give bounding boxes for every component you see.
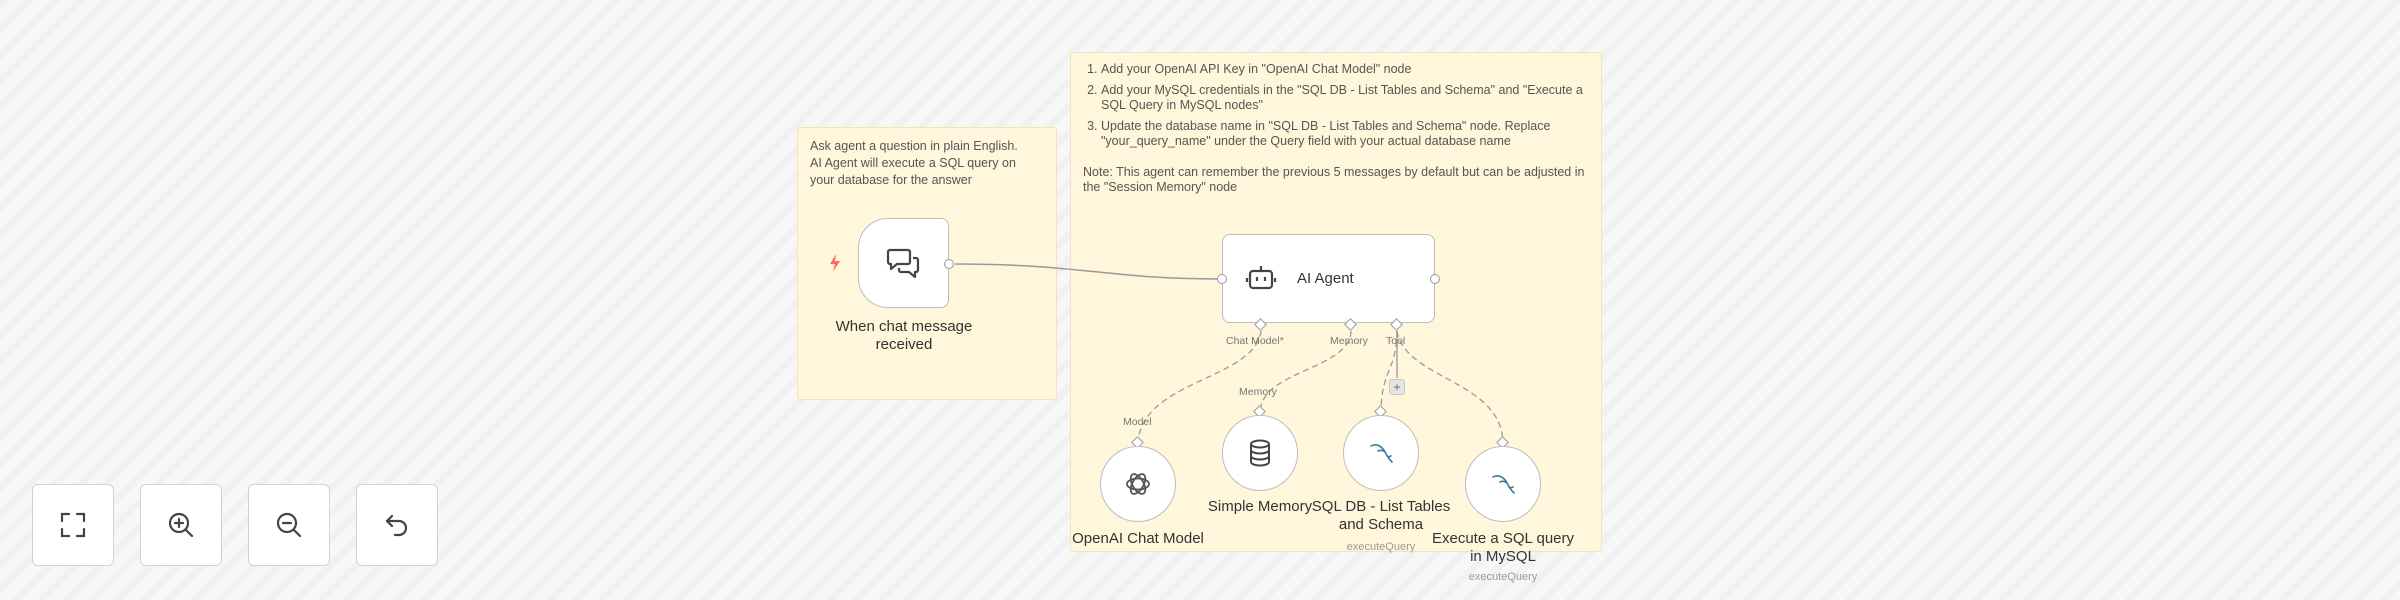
agent-output-handle[interactable]: [1430, 274, 1440, 284]
sql-exec-label-line: Execute a SQL query: [1431, 530, 1575, 547]
mysql-dolphin-icon: [1370, 444, 1393, 463]
sticky-note-instructions[interactable]: Ask agent a question in plain English. A…: [797, 127, 1057, 400]
sql-list-label-line: and Schema: [1338, 516, 1424, 533]
connection-trigger-to-agent: [954, 263, 1219, 280]
sql-list-label: SQL DB - List Tables and Schema: [1296, 498, 1466, 534]
connection-tool-sql-exec: [1396, 330, 1504, 445]
undo-button[interactable]: [356, 484, 438, 566]
simple-memory-node[interactable]: [1222, 415, 1298, 491]
trigger-label: When chat message received: [793, 318, 1015, 354]
setup-step: Add your OpenAI API Key in "OpenAI Chat …: [1101, 62, 1589, 77]
trigger-label-line: When chat message: [835, 318, 973, 335]
sql-execute-node[interactable]: [1465, 446, 1541, 522]
connection-memory: [1259, 330, 1352, 414]
sql-exec-label: Execute a SQL query in MySQL: [1420, 530, 1586, 566]
zoom-in-icon: [168, 512, 194, 538]
chat-trigger-node[interactable]: [858, 218, 949, 308]
undo-icon: [385, 514, 408, 537]
setup-steps: Add your OpenAI API Key in "OpenAI Chat …: [1083, 62, 1589, 149]
setup-step: Update the database name in "SQL DB - Li…: [1101, 119, 1589, 149]
fit-view-icon: [60, 512, 86, 538]
agent-title: AI Agent: [1297, 270, 1354, 287]
sticky-line: your database for the answer: [810, 173, 972, 187]
zoom-in-button[interactable]: [140, 484, 222, 566]
memory-label: Simple Memory: [1207, 498, 1313, 515]
setup-note: Note: This agent can remember the previo…: [1083, 165, 1585, 194]
trigger-bolt-icon: [830, 254, 840, 272]
chat-model-port-label: Chat Model*: [1226, 335, 1284, 347]
memory-port-label: Memory: [1330, 335, 1368, 347]
sticky-line: AI Agent will execute a SQL query on: [810, 156, 1016, 170]
chat-bubbles-icon: [886, 248, 919, 279]
trigger-label-line: received: [875, 336, 933, 353]
add-tool-button[interactable]: +: [1389, 379, 1405, 395]
setup-step: Add your MySQL credentials in the "SQL D…: [1101, 83, 1589, 113]
robot-icon: [1245, 265, 1277, 289]
zoom-out-button[interactable]: [248, 484, 330, 566]
ai-agent-node[interactable]: AI Agent: [1222, 234, 1435, 323]
tool-port-label: Tool: [1386, 335, 1406, 347]
sticky-line: Ask agent a question in plain English.: [810, 139, 1018, 153]
sql-list-tables-node[interactable]: [1343, 415, 1419, 491]
sql-exec-subtitle: executeQuery: [1468, 571, 1538, 583]
agent-input-handle[interactable]: [1217, 274, 1227, 284]
mysql-dolphin-icon: [1492, 475, 1515, 494]
fit-view-button[interactable]: [32, 484, 114, 566]
connection-chat-model: [1137, 330, 1262, 445]
database-icon: [1250, 439, 1270, 467]
openai-chat-model-node[interactable]: [1100, 446, 1176, 522]
trigger-output-handle[interactable]: [944, 259, 954, 269]
memory-input-port-label: Memory: [1239, 386, 1277, 398]
openai-icon: [1126, 473, 1150, 495]
model-port-label: Model: [1123, 416, 1152, 428]
sql-list-subtitle: executeQuery: [1346, 541, 1416, 553]
openai-label: OpenAI Chat Model: [1072, 530, 1204, 547]
sql-list-label-line: SQL DB - List Tables: [1311, 498, 1451, 515]
zoom-out-icon: [276, 512, 302, 538]
sql-exec-label-line: in MySQL: [1470, 548, 1536, 565]
